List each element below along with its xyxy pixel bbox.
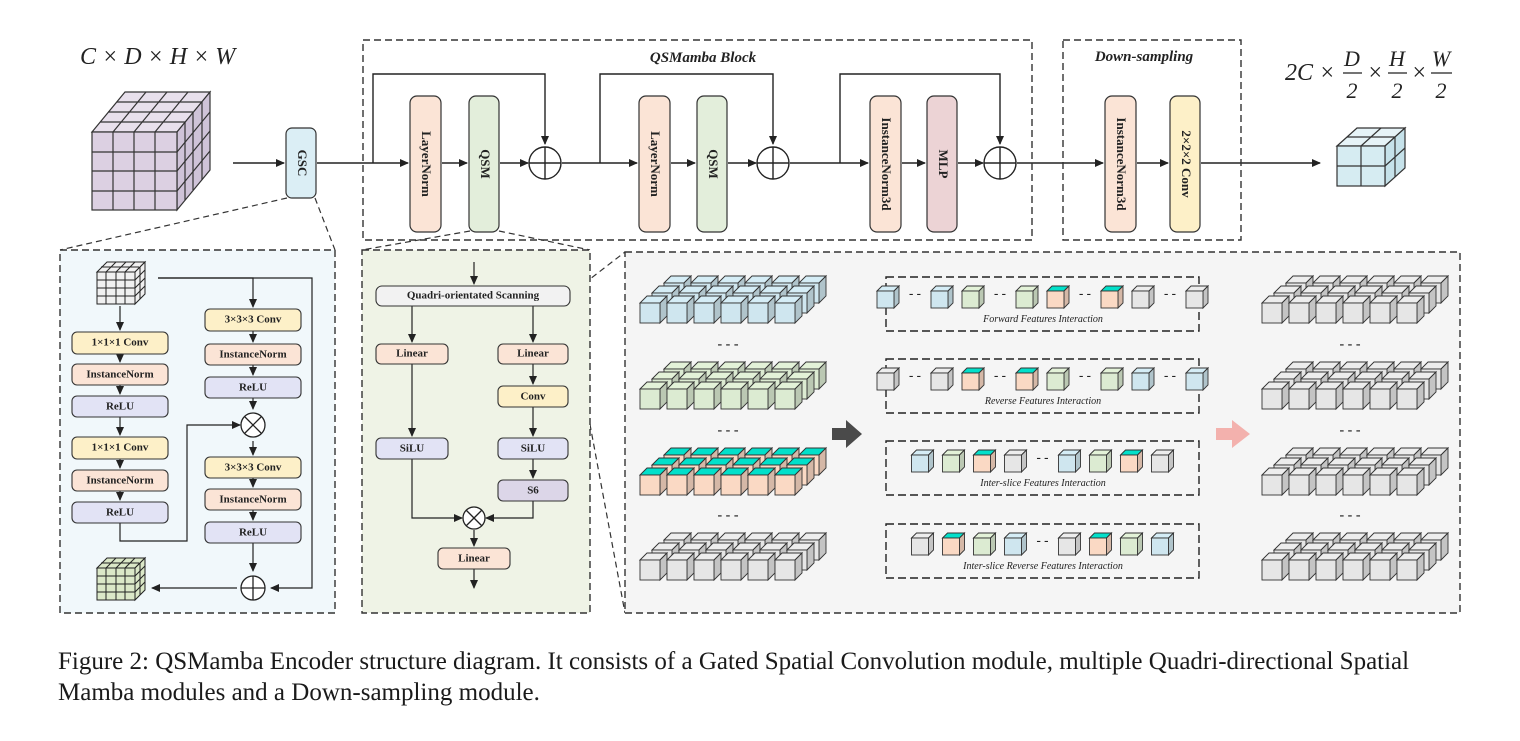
- ds-conv-block: 2×2×2 Conv: [1169, 95, 1201, 233]
- ds-instancenorm3d-block: InstanceNorm3d: [1104, 95, 1137, 233]
- layernorm-block-2: LayerNorm: [638, 95, 671, 233]
- input-volume-cube: [90, 90, 212, 212]
- gsc-right-relu-1: ReLU: [239, 382, 267, 394]
- instancenorm3d-block: InstanceNorm3d: [869, 95, 902, 233]
- svg-text:2: 2: [1347, 78, 1358, 103]
- input-feature-grid-3: [638, 446, 828, 497]
- interaction-box-2: - - - - - - - - Reverse Features Interaction: [875, 358, 1210, 414]
- sequence-ellipsis: - -: [1037, 450, 1049, 465]
- svg-text:InstanceNorm3d: InstanceNorm3d: [1114, 117, 1129, 211]
- sequence-ellipsis: - -: [1164, 368, 1176, 383]
- sequence-ellipsis: - -: [1079, 286, 1091, 301]
- svg-text:LayerNorm: LayerNorm: [648, 131, 663, 197]
- sequence-ellipsis: - -: [909, 368, 921, 383]
- output-feature-grid-2: [1260, 360, 1450, 411]
- svg-text:LayerNorm: LayerNorm: [419, 131, 434, 197]
- gsc-right-conv-1: 3×3×3 Conv: [225, 314, 282, 326]
- gsc-left-relu-2: ReLU: [106, 507, 134, 519]
- qsm-block-1: QSM: [468, 95, 500, 233]
- gsc-right-norm-1: InstanceNorm: [219, 349, 286, 361]
- gsc-block: GSC: [285, 127, 317, 199]
- gsc-right-relu-2: ReLU: [239, 527, 267, 539]
- qsm-left-linear: Linear: [396, 348, 428, 360]
- interaction-label-2: Reverse Features Interaction: [984, 396, 1101, 407]
- svg-text:×: ×: [1367, 60, 1383, 86]
- gsc-right-conv-2: 3×3×3 Conv: [225, 462, 282, 474]
- gsc-left-relu-1: ReLU: [106, 401, 134, 413]
- sequence-ellipsis: - -: [994, 368, 1006, 383]
- svg-text:2C ×: 2C ×: [1285, 60, 1335, 86]
- gsc-left-norm-2: InstanceNorm: [86, 475, 153, 487]
- qsm-block-2: QSM: [696, 95, 728, 233]
- residual-add-3: [983, 146, 1017, 180]
- output-volume-cube: [1335, 126, 1407, 188]
- qsm-right-conv: Conv: [520, 391, 546, 403]
- input-feature-grid-4: [638, 531, 828, 582]
- output-grid-ellipsis: - - -: [1340, 337, 1361, 352]
- down-sampling-title: Down-sampling: [1094, 49, 1194, 65]
- sequence-ellipsis: - -: [1037, 533, 1049, 548]
- gsc-left-conv-1: 1×1×1 Conv: [92, 337, 149, 349]
- interaction-label-4: Inter-slice Reverse Features Interaction: [962, 561, 1123, 572]
- svg-text:MLP: MLP: [936, 150, 951, 179]
- svg-text:QSM: QSM: [706, 149, 721, 179]
- layernorm-block-1: LayerNorm: [409, 95, 442, 233]
- qsm-detail-panel: Quadri-orientated Scanning Linear Linear…: [361, 249, 591, 614]
- encoder-diagram: C × D × H × W 2C × D 2 × H 2 × W 2: [59, 39, 1461, 614]
- svg-text:2×2×2 Conv: 2×2×2 Conv: [1179, 130, 1194, 198]
- svg-text:GSC: GSC: [295, 150, 310, 177]
- output-feature-grid-4: [1260, 531, 1450, 582]
- figure-caption: Figure 2: QSMamba Encoder structure diag…: [58, 648, 1410, 706]
- qsmamba-block-frame: [362, 39, 1033, 241]
- svg-text:QSM: QSM: [478, 149, 493, 179]
- sequence-ellipsis: - -: [1164, 286, 1176, 301]
- qsm-out-linear: Linear: [458, 553, 490, 565]
- gsc-detail-panel: 1×1×1 Conv InstanceNorm ReLU 1×1×1 Conv …: [59, 249, 336, 614]
- interaction-label-1: Forward Features Interaction: [982, 314, 1103, 325]
- residual-add-2: [756, 146, 790, 180]
- transition-arrow-dark: [832, 420, 862, 448]
- svg-text:D: D: [1343, 46, 1360, 71]
- output-feature-grid-3: [1260, 446, 1450, 497]
- svg-text:2: 2: [1392, 78, 1403, 103]
- qsm-right-linear: Linear: [517, 348, 549, 360]
- qsm-s6: S6: [527, 485, 539, 497]
- input-grid-ellipsis: - - -: [718, 337, 739, 352]
- svg-text:H: H: [1388, 46, 1406, 71]
- transition-arrow-pink: [1216, 420, 1250, 448]
- mlp-block: MLP: [926, 95, 958, 233]
- interaction-box-3: - - Inter-slice Features Interaction: [885, 440, 1200, 496]
- output-feature-grid-1: [1260, 274, 1450, 325]
- gsc-left-conv-2: 1×1×1 Conv: [92, 442, 149, 454]
- interaction-label-3: Inter-slice Features Interaction: [979, 478, 1106, 489]
- sequence-ellipsis: - -: [994, 286, 1006, 301]
- main-flow-arrows: [233, 73, 1321, 167]
- gsc-left-norm-1: InstanceNorm: [86, 369, 153, 381]
- down-sampling-frame: [1062, 39, 1242, 241]
- output-grid-ellipsis: - - -: [1340, 423, 1361, 438]
- output-grid-ellipsis: - - -: [1340, 508, 1361, 523]
- svg-text:2: 2: [1436, 78, 1447, 103]
- svg-text:InstanceNorm3d: InstanceNorm3d: [879, 117, 894, 211]
- input-grid-ellipsis: - - -: [718, 423, 739, 438]
- sequence-ellipsis: - -: [1079, 368, 1091, 383]
- residual-add-1: [528, 146, 562, 180]
- sequence-ellipsis: - -: [909, 286, 921, 301]
- gsc-right-norm-2: InstanceNorm: [219, 494, 286, 506]
- svg-text:×: ×: [1411, 60, 1427, 86]
- output-shape-label: 2C × D 2 × H 2 × W 2: [1285, 46, 1452, 103]
- qsm-right-silu: SiLU: [521, 443, 546, 455]
- input-feature-grid-2: [638, 360, 828, 411]
- scan-content: - - -- - -- - -- - -- - -- - -- -- -- --…: [638, 274, 1450, 582]
- svg-text:W: W: [1432, 46, 1452, 71]
- qsmamba-block-title: QSMamba Block: [650, 50, 757, 66]
- input-grid-ellipsis: - - -: [718, 508, 739, 523]
- qsm-left-silu: SiLU: [400, 443, 425, 455]
- interaction-box-4: - - Inter-slice Reverse Features Interact…: [885, 523, 1200, 579]
- input-feature-grid-1: [638, 274, 828, 325]
- interaction-box-1: - - - - - - - - Forward Features Interaction: [875, 276, 1210, 332]
- input-shape-label: C × D × H × W: [80, 44, 237, 70]
- qsm-scanning-label: Quadri-orientated Scanning: [407, 290, 540, 302]
